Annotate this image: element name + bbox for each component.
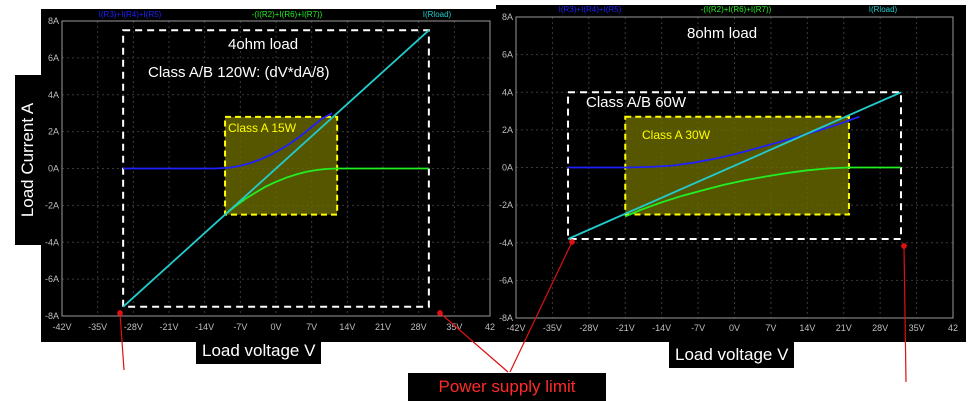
x-tick-label: 7V (765, 323, 776, 333)
x-tick-label: 0V (729, 323, 740, 333)
x-tick-label: -7V (691, 323, 705, 333)
y-tick-label: 0A (502, 163, 513, 173)
x-tick-label: 14V (799, 323, 815, 333)
y-tick-label: -8A (499, 313, 513, 323)
plot-frame (515, 16, 954, 319)
x-tick-label: -35V (88, 322, 107, 332)
y-tick-label: 4A (48, 90, 59, 100)
x-axis-label-right: Load voltage V (675, 345, 789, 364)
power-limit-arrow (509, 239, 575, 373)
x-axis-label-left: Load voltage V (202, 341, 316, 360)
x-axis-label-box-left: Load voltage V (196, 338, 322, 364)
y-tick-label: -2A (499, 200, 513, 210)
x-tick-label: 42 (948, 323, 958, 333)
y-tick-label: -4A (45, 237, 59, 247)
series-line-load (122, 29, 430, 308)
y-axis-label-box: Load Current A (15, 75, 41, 245)
y-tick-label: 2A (502, 125, 513, 135)
legend-entry: I(Rload) (423, 10, 452, 19)
annotation-class-a: Class A 15W (228, 121, 297, 135)
x-tick-label: 21V (375, 322, 391, 332)
legend-entry: -(I(R2)+I(R6)+I(R7)) (701, 5, 772, 14)
annotation-class-ab: Class A/B 120W: (dV*dA/8) (148, 64, 329, 81)
y-tick-label: 6A (48, 53, 59, 63)
x-tick-label: -42V (52, 322, 71, 332)
y-tick-label: 0A (48, 164, 59, 174)
annotation-class-ab: Class A/B 60W (586, 94, 687, 111)
x-tick-label: -21V (616, 323, 635, 333)
legend-entry: I(Rload) (869, 5, 898, 14)
x-tick-label: 35V (909, 323, 925, 333)
x-tick-label: 42 (485, 322, 495, 332)
power-limit-arrow (901, 243, 907, 383)
x-tick-label: 14V (339, 322, 355, 332)
x-tick-label: -7V (233, 322, 247, 332)
power-limit-arrow (437, 310, 509, 373)
x-tick-label: 21V (836, 323, 852, 333)
series-line-return (624, 166, 901, 218)
y-tick-label: -8A (45, 311, 59, 321)
x-tick-label: -21V (159, 322, 178, 332)
annotation-class-a: Class A 30W (642, 128, 711, 142)
series-line-return (224, 167, 429, 216)
power-limit-arrow (117, 310, 125, 371)
chart-left: -42V -35V -28V -21V -14V -7V 0V 7V 14V 21V 28V 35V 4… (41, 9, 497, 342)
x-tick-label: 0V (270, 322, 281, 332)
series-line-supply (568, 115, 860, 169)
x-tick-label: 28V (872, 323, 888, 333)
y-tick-label: -4A (499, 238, 513, 248)
x-tick-label: -42V (506, 323, 525, 333)
chart-right: -42V -35V -28V -21V -14V -7V 0V 7V 14V 21V 28V 35V 4… (496, 5, 966, 342)
y-tick-label: -6A (499, 275, 513, 285)
x-tick-label: -14V (652, 323, 671, 333)
x-axis-label-box-right: Load voltage V (669, 342, 795, 368)
y-tick-label: 2A (48, 127, 59, 137)
series-line-supply (123, 112, 333, 170)
x-tick-label: -28V (124, 322, 143, 332)
legend-entry: -(I(R2)+I(R6)+I(R7)) (252, 10, 323, 19)
y-tick-label: -6A (45, 274, 59, 284)
x-tick-label: 35V (446, 322, 462, 332)
x-tick-label: 7V (306, 322, 317, 332)
y-axis-label: Load Current A (18, 102, 37, 218)
x-tick-label: -28V (579, 323, 598, 333)
y-tick-label: 4A (502, 87, 513, 97)
y-tick-label: 8A (502, 12, 513, 22)
annotation-load: 8ohm load (687, 25, 757, 42)
power-supply-limit-label: Power supply limit (408, 373, 606, 401)
legend-entry: I(R3)+I(R4)+I(R5) (559, 5, 622, 14)
y-tick-label: 8A (48, 16, 59, 26)
x-tick-label: -35V (543, 323, 562, 333)
annotation-load: 4ohm load (228, 36, 298, 53)
series-line-load (567, 91, 902, 240)
x-tick-label: -14V (195, 322, 214, 332)
y-tick-label: 6A (502, 50, 513, 60)
x-tick-label: 28V (411, 322, 427, 332)
legend-entry: I(R3)+I(R4)+I(R5) (99, 10, 162, 19)
plot-frame (61, 20, 491, 317)
y-tick-label: -2A (45, 200, 59, 210)
